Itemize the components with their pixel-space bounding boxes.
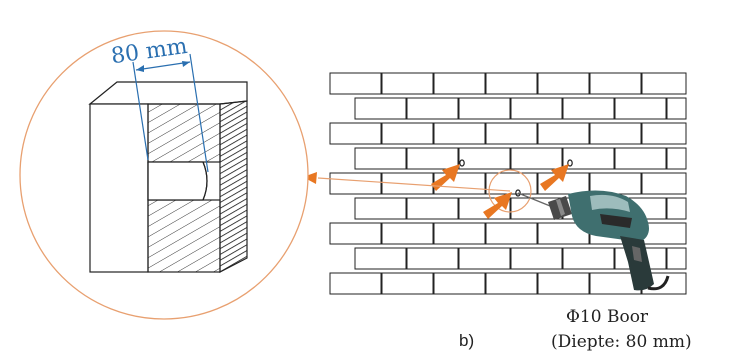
drill-label-line2: (Diepte: 80 mm) — [551, 332, 692, 352]
orange-arrows — [431, 164, 569, 219]
brick — [406, 97, 459, 120]
arrow-left-icon — [431, 164, 460, 191]
brick — [406, 147, 459, 170]
brick — [614, 97, 667, 120]
brick — [329, 172, 382, 195]
wall-cross-section — [88, 81, 248, 273]
brick — [666, 197, 687, 220]
callout-arrowhead-icon — [303, 172, 317, 184]
brick — [666, 247, 687, 270]
arrow-right-icon — [540, 164, 569, 191]
brick — [485, 72, 538, 95]
brick — [329, 122, 382, 145]
callout-line — [317, 177, 511, 192]
brick — [485, 122, 538, 145]
brick — [354, 247, 407, 270]
brick — [562, 247, 615, 270]
brick — [433, 122, 486, 145]
brick — [458, 197, 511, 220]
drill-hole-right — [567, 159, 573, 167]
brick — [537, 72, 590, 95]
brick — [381, 122, 434, 145]
drill-label-line1: Φ10 Boor — [566, 307, 649, 327]
brick — [485, 222, 538, 245]
brick — [433, 272, 486, 295]
dimension-80mm — [132, 53, 209, 173]
brick — [329, 72, 382, 95]
arrow-center-icon — [483, 192, 512, 219]
brick — [381, 222, 434, 245]
brick — [562, 97, 615, 120]
brick — [381, 72, 434, 95]
step-label: b) — [459, 331, 474, 350]
brick — [589, 122, 642, 145]
brick — [458, 247, 511, 270]
brick — [510, 147, 563, 170]
brick — [641, 72, 687, 95]
brick — [485, 272, 538, 295]
brick — [641, 172, 687, 195]
brick — [537, 272, 590, 295]
brick — [458, 147, 511, 170]
brick — [510, 247, 563, 270]
brick — [406, 197, 459, 220]
brick — [354, 147, 407, 170]
brick — [666, 97, 687, 120]
brick-wall — [329, 72, 687, 295]
brick — [381, 272, 434, 295]
power-drill-icon — [548, 190, 670, 291]
brick — [354, 197, 407, 220]
brick — [329, 222, 382, 245]
brick — [485, 172, 538, 195]
brick — [614, 147, 667, 170]
brick — [666, 147, 687, 170]
brick — [458, 97, 511, 120]
brick — [433, 72, 486, 95]
brick — [641, 122, 687, 145]
brick — [406, 247, 459, 270]
drill-hole-markers — [459, 159, 573, 197]
brick — [433, 222, 486, 245]
highlight-circle — [488, 169, 532, 213]
drill-hole-center — [515, 189, 521, 197]
brick — [354, 97, 407, 120]
brick — [589, 72, 642, 95]
brick — [510, 97, 563, 120]
brick — [329, 272, 382, 295]
brick — [537, 122, 590, 145]
brick — [562, 147, 615, 170]
drill-hole-left — [459, 159, 465, 167]
